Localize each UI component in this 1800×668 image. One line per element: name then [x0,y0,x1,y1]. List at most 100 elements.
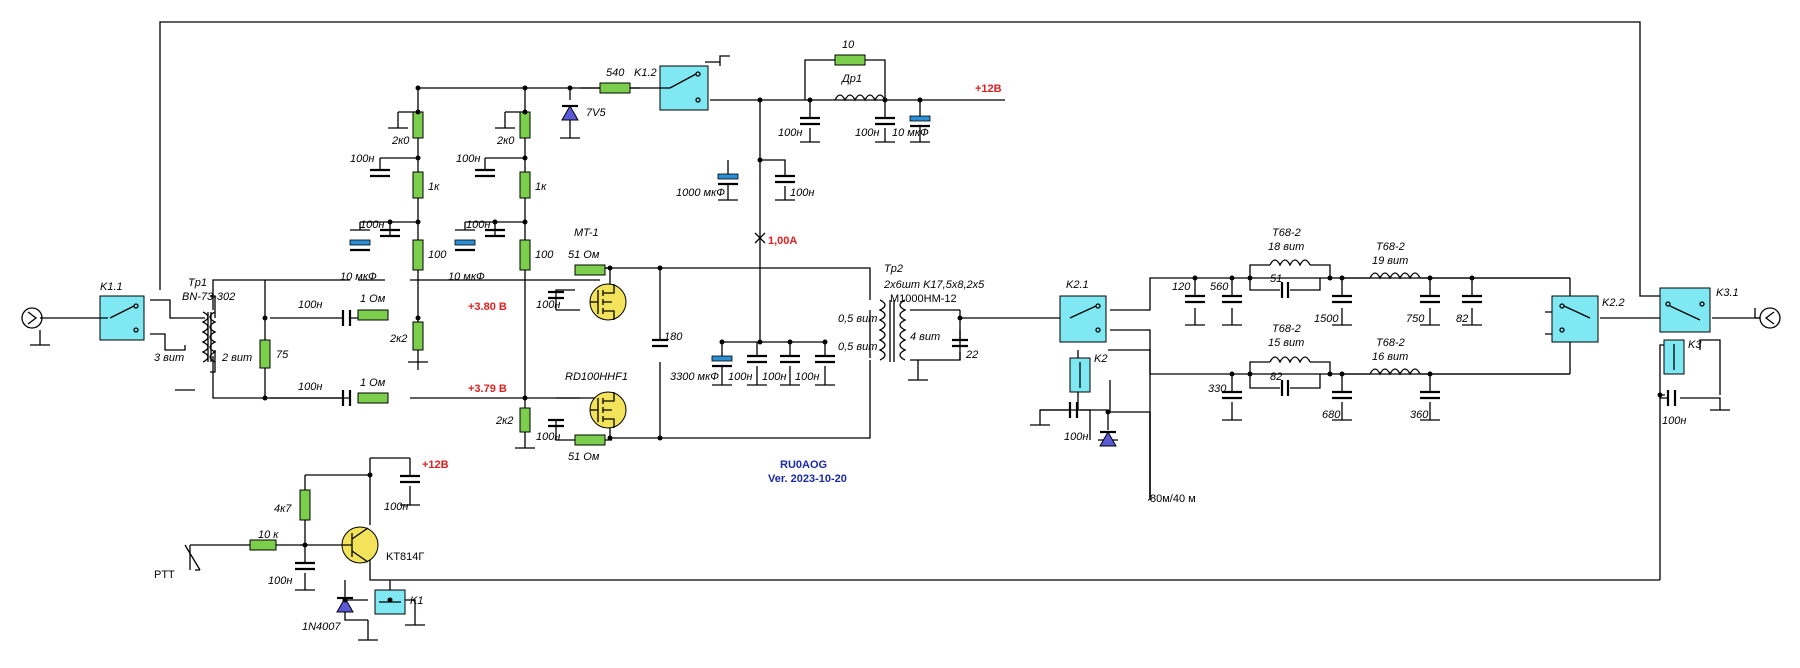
label-r100a: 100 [428,249,447,261]
resistor-540 [599,82,631,94]
resistor-2k2-b [519,407,531,433]
inductor-l4 [1369,368,1421,376]
label-l4: T68-2 [1376,337,1405,349]
label-c360: 360 [1410,409,1429,421]
ptt-switch-icon [184,544,201,571]
label-r2k0a: 2к0 [391,135,410,147]
label-c100n-k2: 100н [1064,431,1088,443]
label-d7v5: 7V5 [586,107,606,119]
label-r2k2a: 2к2 [389,333,407,345]
label-tp1-core: BN-73-302 [182,291,235,303]
label-c82a: 82 [1456,313,1468,325]
label-c100n-sup-1: 100н [778,127,802,139]
label-k22: K2.2 [1602,297,1625,309]
label-tp2-mat: M1000HM-12 [890,293,957,305]
label-r1ohm-b: 1 Ом [360,377,386,389]
capacitors [270,115,1677,571]
label-c51: 51 [1270,273,1282,285]
grounds [30,127,1760,641]
label-tp2-sec: 4 вит [910,331,940,343]
label-k31: K3.1 [1716,287,1739,299]
label-l3-turns: 15 вит [1268,337,1304,349]
label-l1-turns: 18 вит [1268,241,1304,253]
label-c100n-bias-2: 100н [360,219,384,231]
label-k11: K1.1 [100,281,123,293]
label-c10u-b: 10 мкФ [448,271,485,283]
label-r10k: 10 к [258,529,279,541]
resistor-2k0-a [412,111,424,139]
label-tp2-core: 2x6шт K17,5x8,2x5 [883,279,985,291]
label-r2k2b: 2к2 [495,415,513,427]
label-l2: T68-2 [1376,241,1405,253]
junctions [262,85,1663,603]
label-r75: 75 [276,349,289,361]
label-ptt: PTT [154,569,175,581]
label-c100n-sup-3: 100н [790,187,814,199]
label-dr1: Дp1 [840,73,862,85]
label-tp1: Tp1 [188,277,207,289]
transformer-tp2-secondary [899,299,907,361]
electrolytic-10u-b [454,239,476,246]
label-tp2: Tp2 [884,263,903,275]
zener-7v5 [561,104,579,121]
label-c100n-bias-4: 100н [466,219,490,231]
label-voltage-2: +3.79 В [468,383,507,395]
label-c100n-k3: 100н [1662,415,1686,427]
label-voltage-1: +3.80 В [468,301,507,313]
diode-1n4007 [336,596,354,613]
label-l4-turns: 16 вит [1372,351,1408,363]
label-k12: K1.2 [634,67,657,79]
label-c100n-input-b: 100н [298,381,322,393]
semiconductors [330,104,1117,613]
relay-k2-1 [1059,295,1107,343]
wires [40,21,1760,640]
label-rd100: RD100HHF1 [565,371,628,383]
label-c1500: 1500 [1314,313,1339,325]
label-band: 80м/40 м [1150,493,1196,505]
resistor-100-a [412,239,424,271]
label-r10: 10 [842,39,855,51]
label-c10u-c: 10 мкФ [892,127,929,139]
label-12v-top: +12В [975,83,1002,95]
electrolytic-1000u [717,173,739,180]
label-l2-turns: 19 вит [1372,255,1408,267]
label-kt814: KT814Г [386,551,424,563]
label-r51b: 51 Ом [568,451,600,463]
label-c560: 560 [1210,281,1229,293]
resistor-4k7 [299,489,311,521]
labels: K1.1 K1.2 K2.1 K2.2 K3.1 K2 K3 K1 Tp1 BN… [100,39,1739,633]
label-c100n-drn-1: 100н [728,371,752,383]
label-l3: T68-2 [1272,323,1301,335]
relay-k3-1 [1659,287,1711,333]
label-k21: K2.1 [1066,279,1089,291]
label-d1n4007: 1N4007 [302,621,341,633]
label-c180: 180 [664,331,683,343]
label-c330: 330 [1208,383,1227,395]
label-c100n-input-a: 100н [298,299,322,311]
label-12v-bot: +12В [422,459,449,471]
label-c1000u: 1000 мкФ [676,187,725,199]
resistor-100-b [519,239,531,271]
label-current: 1,00A [768,235,797,247]
resistor-10k [249,539,277,551]
antenna-input-icon [21,307,43,329]
label-c100n-drn-3: 100н [795,371,819,383]
relay-k2-2 [1551,295,1599,343]
label-tp1-prim: 3 вит [154,352,184,364]
resistor-1k-b [519,171,531,199]
label-k2: K2 [1094,353,1107,365]
label-r2k0b: 2к0 [496,135,515,147]
transformer-tp2-primary [878,299,886,361]
label-r1kb: 1к [535,181,547,193]
resistor-75 [259,339,271,369]
label-r1ohm-a: 1 Ом [360,293,386,305]
antenna-output-icon [1759,307,1781,329]
resistor-1k-a [412,171,424,199]
transformer-tp1-primary [201,311,209,363]
label-c22: 22 [965,349,978,361]
electrolytic-3300u [711,355,733,362]
resistor-1ohm-b [357,392,389,404]
label-version: Ver. 2023-10-20 [768,473,847,485]
label-c10u-a: 10 мкФ [340,271,377,283]
